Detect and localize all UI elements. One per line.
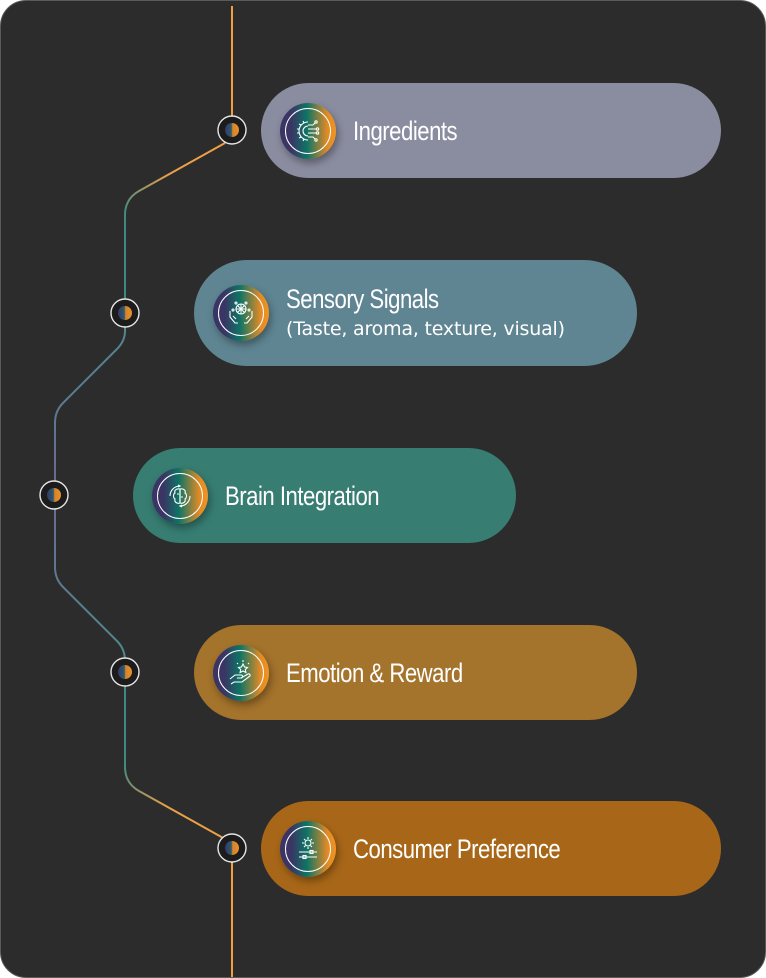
gear-circuit-icon [297,119,320,142]
step-ingredients: Ingredients [261,83,721,178]
step-sensory-signals: Sensory Signals (Taste, aroma, texture, … [194,260,637,366]
step-title: Consumer Preference [353,833,561,864]
brain-cycle-icon [169,484,191,507]
step-badge [152,467,208,524]
flow-node-5 [217,833,247,863]
step-badge [213,285,269,341]
hand-star-icon [229,659,251,684]
step-title: Brain Integration [225,480,380,511]
gear-sliders-icon [299,836,317,859]
flow-node-1 [217,115,247,145]
hands-network-icon [229,301,253,324]
flow-node-4 [110,657,140,687]
flow-node-2 [110,298,140,328]
step-badge [213,644,269,701]
step-consumer-preference: Consumer Preference [261,801,721,896]
step-brain-integration: Brain Integration [133,448,516,543]
flow-node-3 [39,480,69,510]
step-title: Sensory Signals [286,284,439,314]
step-title: Emotion & Reward [286,657,463,688]
step-badge [280,102,336,159]
step-badge [280,820,336,877]
step-subtitle: (Taste, aroma, texture, visual) [286,318,565,340]
step-title: Ingredients [353,115,458,146]
step-emotion-reward: Emotion & Reward [194,625,637,720]
